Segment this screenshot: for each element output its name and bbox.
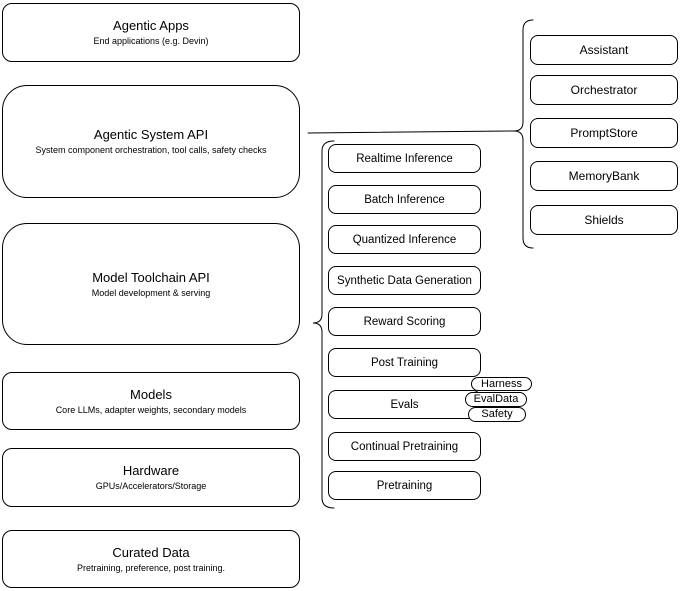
node-evals: Evals — [328, 390, 481, 419]
pill-label: Safety — [481, 408, 513, 420]
node-subtitle: System component orchestration, tool cal… — [35, 145, 267, 155]
node-label: Synthetic Data Generation — [337, 274, 472, 287]
node-assistant: Assistant — [530, 35, 678, 65]
node-subtitle: GPUs/Accelerators/Storage — [95, 481, 207, 491]
node-memorybank: MemoryBank — [530, 161, 678, 191]
node-label: Reward Scoring — [363, 315, 446, 328]
node-subtitle: Model development & serving — [91, 287, 211, 298]
pill-label: Harness — [481, 377, 522, 390]
node-synthetic-data-generation: Synthetic Data Generation — [328, 266, 481, 295]
node-title: Agentic System API — [93, 127, 209, 142]
node-batch-inference: Batch Inference — [328, 185, 481, 214]
node-title: Model Toolchain API — [92, 269, 210, 285]
pill-safety: Safety — [468, 407, 526, 422]
node-label: Realtime Inference — [356, 152, 453, 165]
node-agentic-system-api: Agentic System API System component orch… — [2, 85, 300, 198]
node-pretraining: Pretraining — [328, 471, 481, 500]
node-orchestrator: Orchestrator — [530, 75, 678, 105]
node-realtime-inference: Realtime Inference — [328, 144, 481, 173]
node-label: Pretraining — [376, 479, 433, 492]
api-to-components-connector-line — [307, 130, 515, 134]
node-label: Continual Pretraining — [350, 440, 459, 453]
node-agentic-apps: Agentic Apps End applications (e.g. Devi… — [2, 3, 300, 62]
node-model-toolchain-api: Model Toolchain API Model development & … — [2, 223, 300, 345]
node-hardware: Hardware GPUs/Accelerators/Storage — [2, 448, 300, 507]
node-label: Batch Inference — [364, 193, 445, 206]
node-subtitle: Pretraining, preference, post training. — [76, 562, 226, 573]
node-title: Models — [130, 386, 172, 402]
node-label: MemoryBank — [568, 169, 640, 183]
node-title: Curated Data — [112, 544, 190, 560]
node-curated-data: Curated Data Pretraining, preference, po… — [2, 530, 300, 588]
node-models: Models Core LLMs, adapter weights, secon… — [2, 372, 300, 430]
node-label: Post Training — [370, 356, 439, 369]
node-post-training: Post Training — [328, 348, 481, 377]
node-label: PromptStore — [570, 126, 638, 140]
node-continual-pretraining: Continual Pretraining — [328, 432, 481, 461]
node-subtitle: End applications (e.g. Devin) — [93, 36, 209, 46]
node-promptstore: PromptStore — [530, 118, 678, 148]
node-shields: Shields — [530, 205, 678, 235]
node-label: Evals — [390, 398, 419, 411]
node-subtitle: Core LLMs, adapter weights, secondary mo… — [55, 404, 247, 415]
node-reward-scoring: Reward Scoring — [328, 307, 481, 336]
pill-label: EvalData — [473, 393, 519, 405]
pill-harness: Harness — [471, 377, 532, 391]
node-label: Orchestrator — [570, 83, 638, 97]
node-label: Assistant — [579, 43, 629, 57]
node-label: Quantized Inference — [352, 233, 457, 246]
node-label: Shields — [584, 213, 624, 227]
pill-evaldata: EvalData — [465, 392, 527, 407]
node-title: Hardware — [122, 463, 180, 478]
node-quantized-inference: Quantized Inference — [328, 225, 481, 254]
node-title: Agentic Apps — [113, 18, 189, 33]
